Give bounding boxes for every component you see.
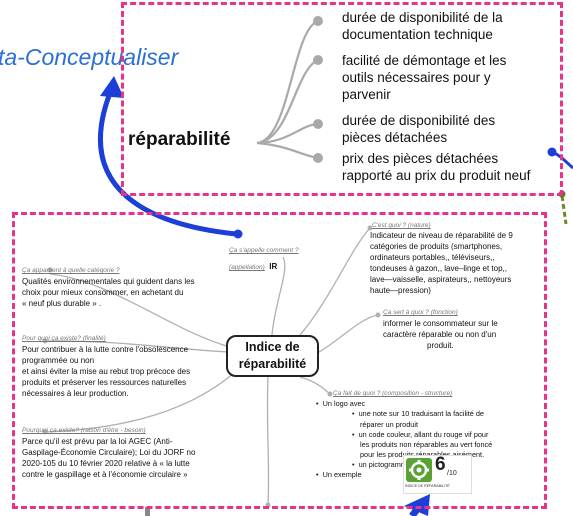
logo-note: 6: [435, 454, 446, 475]
text-line: choix pour mieux consommer, en achetant …: [22, 288, 184, 297]
text-line: programmée ou non: [22, 356, 95, 365]
top-item-1: durée de disponibilité de la documentati…: [342, 9, 573, 43]
text-categorie: Qualités environnementales qui guident d…: [22, 276, 213, 309]
text-fonction: informer le consommateur sur le caractèr…: [383, 318, 523, 351]
text-line: et ainsi éviter la mise au rebut trop pr…: [22, 367, 191, 376]
text-line: 2020-105 du 10 février 2020 relative à «…: [22, 459, 190, 468]
main-dashed-box: [12, 212, 547, 509]
central-node: Indice de réparabilité: [226, 335, 319, 377]
text-line: « neuf plus durable » .: [22, 299, 102, 308]
text-nature: Indicateur de niveau de réparabilité de …: [370, 230, 536, 296]
top-central-label: réparabilité: [128, 129, 231, 150]
question-raison: Pourquoi ça existe? (raison d'être - bes…: [22, 427, 146, 434]
central-node-line: réparabilité: [238, 357, 307, 371]
question-fonction: Ça sert à quoi ? (fonction): [383, 309, 458, 316]
list-item: • Un logo avec: [316, 399, 366, 408]
list-item-text: réparer un produit: [360, 420, 419, 429]
top-item-line: durée de disponibilité des: [342, 113, 496, 128]
top-item-line: prix des pièces détachées: [342, 151, 499, 166]
top-item-line: pièces détachées: [342, 130, 448, 145]
list-item-text: un code couleur, allant du rouge vif pou…: [358, 430, 489, 439]
text-line: catégories de produits (smartphones,: [370, 242, 503, 251]
top-dashed-box: [121, 2, 563, 196]
top-item-line: facilité de démontage et les: [342, 53, 507, 68]
central-node-line: Indice de: [245, 340, 300, 354]
list-item: • un code couleur, allant du rouge vif p…: [352, 430, 489, 439]
appellation-value: IR: [269, 262, 278, 271]
question-nature: C'est quoi ? (nature): [372, 222, 431, 229]
list-item-text: Un exemple: [322, 470, 362, 479]
text-line: Gaspilage-Économie Circulaire); Loi du J…: [22, 448, 196, 457]
question-finalite: Pour quoi ça existe? (finalité): [22, 335, 106, 342]
composition-example: • Un exemple: [316, 470, 362, 479]
list-item-text: une note sur 10 traduisant la facilité d…: [358, 409, 484, 418]
text-line: Indicateur de niveau de réparabilité de …: [370, 231, 513, 240]
list-item-text: pour les produits réparables aisément.: [360, 450, 484, 459]
question-categorie: Ça appartient à quelle catégorie ?: [22, 267, 120, 274]
text-line: caractère réparable ou non d'un: [383, 330, 497, 339]
list-item-text: les produits non réparables au vert fonc…: [360, 440, 493, 449]
logo-denominator: /10: [447, 470, 457, 477]
top-item-line: rapporté au prix du produit neuf: [342, 168, 531, 183]
top-item-line: durée de disponibilité de la: [342, 10, 503, 25]
appellation-row: (appellation) IR: [229, 256, 277, 274]
question-appellation-sub: (appellation): [229, 264, 265, 271]
top-item-2: facilité de démontage et les outils néce…: [342, 52, 573, 103]
text-line: Pour contribuer à la lutte contre l'obso…: [22, 345, 189, 354]
question-appellation: Ça s'appelle comment ?: [229, 247, 299, 254]
text-line: tondeuses à gazon,, lave–linge et top,,: [370, 264, 507, 273]
text-line: Qualités environnementales qui guident d…: [22, 277, 195, 286]
text-line: contre le gaspillage et à l'économie cir…: [22, 470, 188, 479]
text-line: lave—vaisselle, aspirateurs,, nettoyeurs: [370, 275, 512, 284]
text-line: haute—pression): [370, 286, 431, 295]
top-item-3: durée de disponibilité des pièces détach…: [342, 112, 573, 146]
blue-arrowhead: [100, 76, 124, 98]
list-item-text: Un logo avec: [322, 399, 366, 408]
concept-title: ta-Conceptualiser: [0, 44, 179, 70]
top-item-line: outils nécessaires pour y: [342, 70, 491, 85]
text-line: ordinateurs portables,, téléviseurs,,: [370, 253, 495, 262]
top-item-line: parvenir: [342, 87, 391, 102]
top-item-line: documentation technique: [342, 27, 493, 42]
text-line: Parce qu'il est prévu par la loi AGEC (A…: [22, 437, 173, 446]
text-finalite: Pour contribuer à la lutte contre l'obso…: [22, 344, 210, 399]
logo-caption: INDICE DE RÉPARABILITÉ: [405, 484, 450, 488]
list-item: • une note sur 10 traduisant la facilité…: [352, 409, 484, 418]
wrench-gear-icon: [406, 458, 432, 482]
question-composition: Ça fait de quoi ? (composition - structu…: [333, 390, 453, 397]
text-raison: Parce qu'il est prévu par la loi AGEC (A…: [22, 436, 210, 480]
text-line: produits et préserver les ressources nat…: [22, 378, 187, 387]
text-line: produit.: [427, 341, 454, 350]
text-line: nécessaires à leur production.: [22, 389, 129, 398]
top-item-4: prix des pièces détachées rapporté au pr…: [342, 150, 573, 184]
text-line: informer le consommateur sur le: [383, 319, 498, 328]
